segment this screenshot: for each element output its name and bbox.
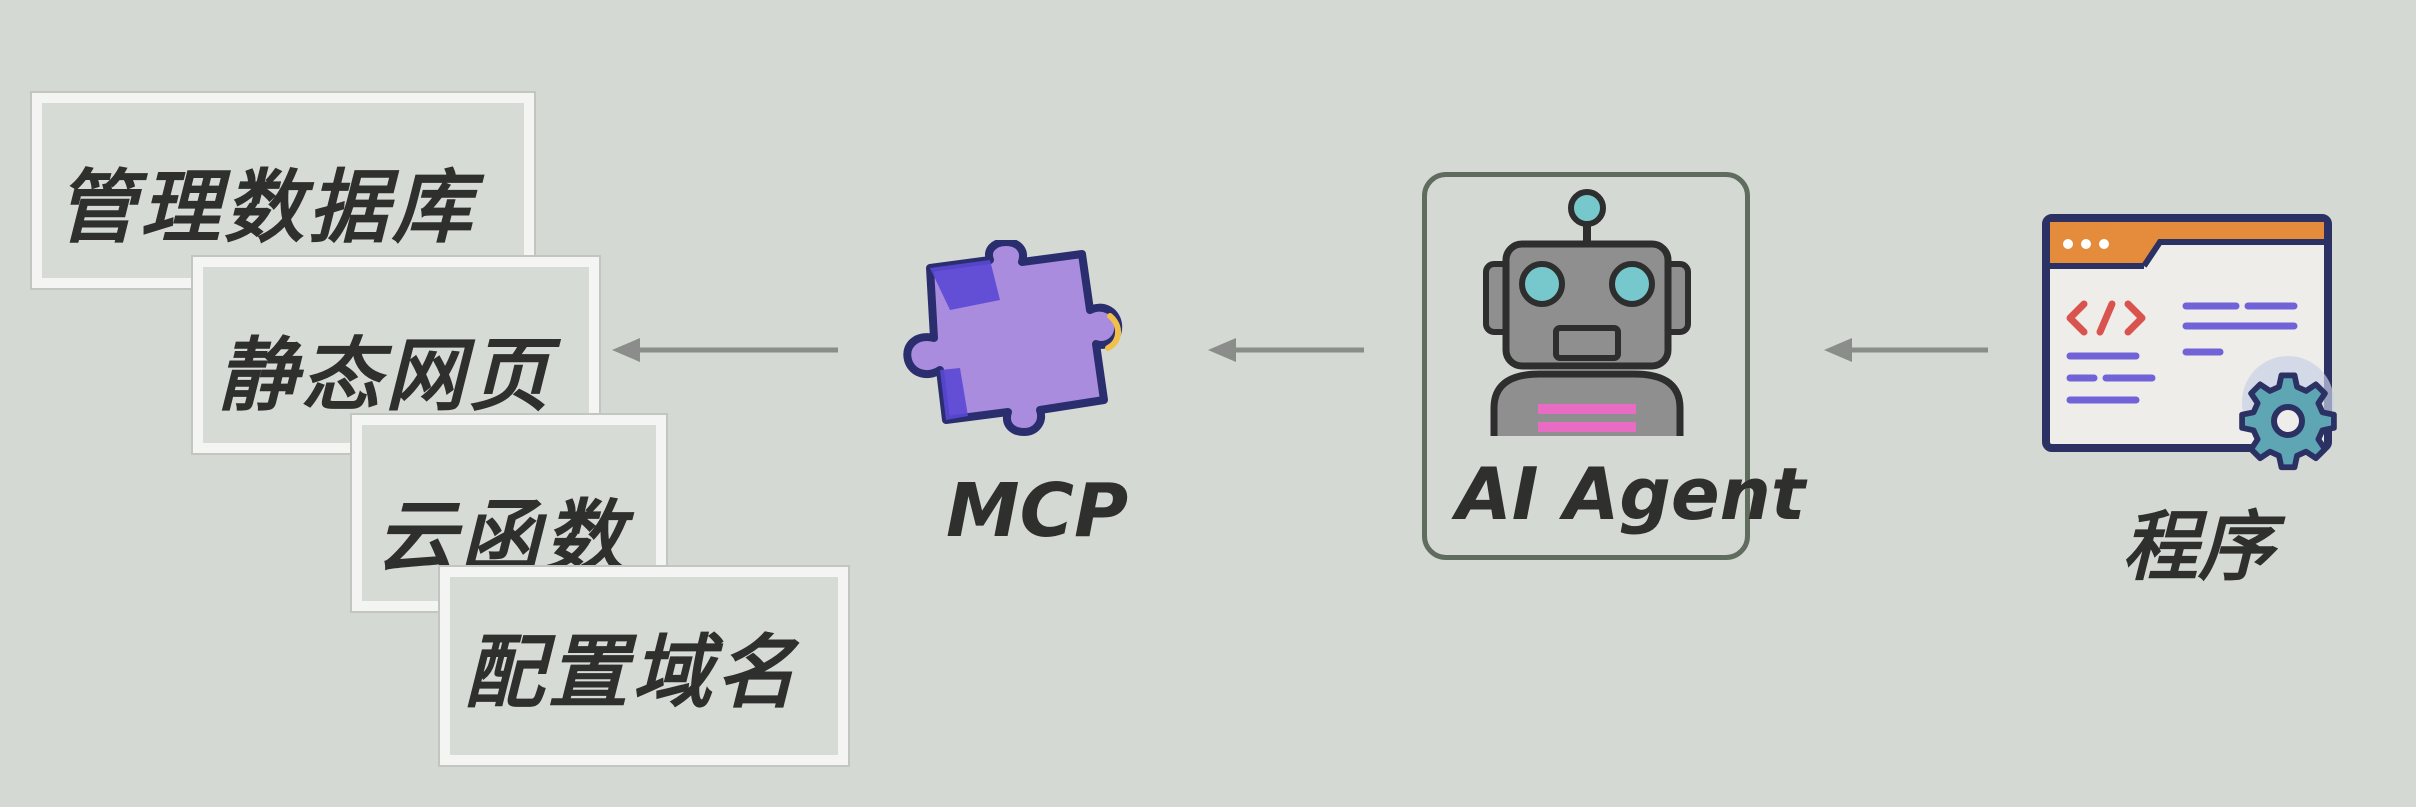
puzzle-piece-icon xyxy=(903,240,1123,436)
card-label: 管理数据库 xyxy=(56,161,476,254)
card-configure-domain: 配置域名 xyxy=(440,567,848,765)
card-label: 静态网页 xyxy=(217,329,553,422)
agent-box xyxy=(1422,172,1750,560)
mcp-label: MCP xyxy=(946,468,1129,554)
agent-label: AI Agent xyxy=(1456,452,1806,536)
program-label: 程序 xyxy=(2122,502,2274,591)
robot-icon xyxy=(1483,189,1691,436)
card-manage-database: 管理数据库 xyxy=(32,93,534,288)
code-window-gear-icon xyxy=(2042,214,2337,471)
arrow-mcp-to-cards xyxy=(612,338,838,362)
arrow-agent-to-mcp xyxy=(1208,338,1364,362)
arrow-program-to-agent xyxy=(1824,338,1988,362)
card-label: 配置域名 xyxy=(464,626,800,719)
